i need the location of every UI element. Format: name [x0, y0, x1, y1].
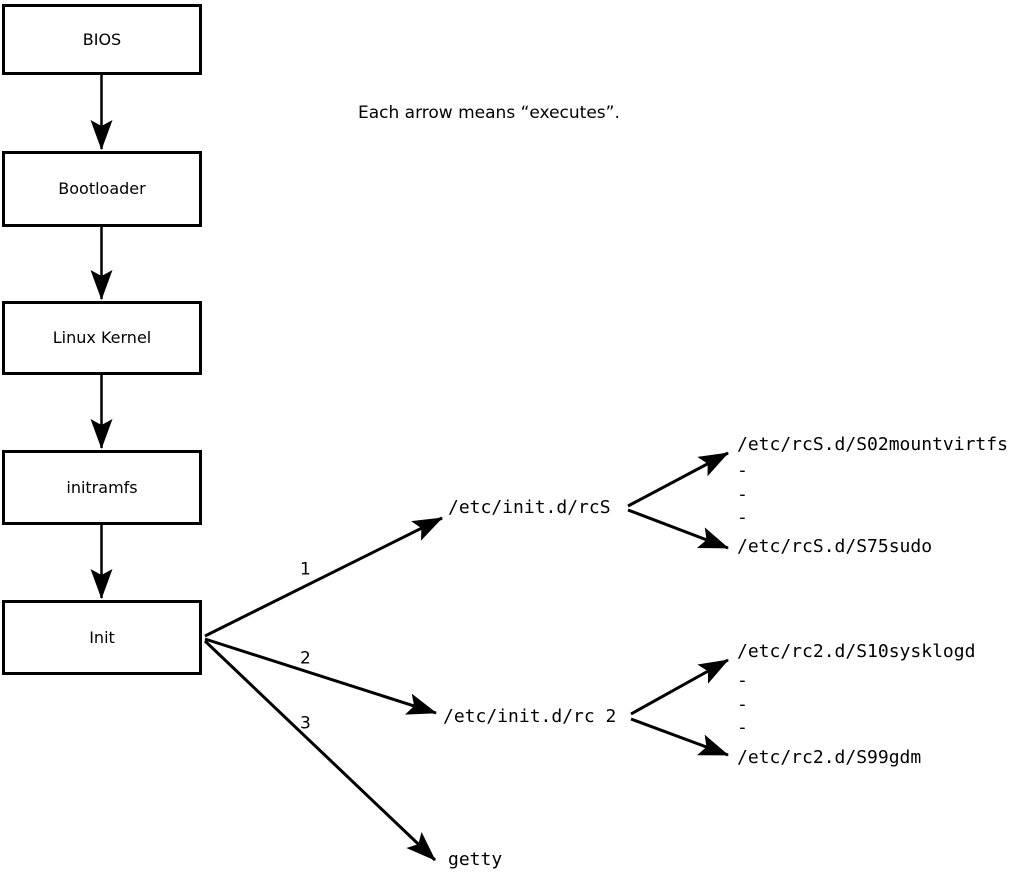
arrow-init-to-rcS: [204, 516, 443, 638]
rc2-ellipsis-dash: -: [737, 694, 748, 715]
arrow-init-to-rc2: [204, 637, 437, 715]
arrow-rc2-to-s99: [630, 717, 729, 757]
arrow-rc2-to-s10: [630, 658, 729, 716]
rc2-ellipsis-dash: -: [737, 670, 748, 691]
script-s99gdm: /etc/rc2.d/S99gdm: [737, 747, 922, 768]
node-rc2-label: /etc/init.d/rc 2: [443, 706, 617, 727]
node-getty-label: getty: [448, 849, 503, 870]
node-initramfs: initramfs: [2, 450, 202, 525]
node-bootloader: Bootloader: [2, 151, 202, 227]
arrow-rcS-to-s02: [627, 451, 729, 508]
rcS-ellipsis-dash: -: [737, 484, 748, 505]
node-initramfs-label: initramfs: [66, 477, 138, 497]
node-rcS-label: /etc/init.d/rcS: [448, 497, 611, 518]
node-init: Init: [2, 600, 202, 675]
branch-number-1: 1: [300, 559, 311, 580]
script-s75sudo: /etc/rcS.d/S75sudo: [737, 536, 933, 557]
node-linux-kernel: Linux Kernel: [2, 301, 202, 375]
arrow-rcS-to-s75: [627, 508, 729, 550]
node-bios-label: BIOS: [82, 29, 122, 49]
node-bios: BIOS: [2, 4, 202, 75]
node-init-label: Init: [89, 627, 115, 647]
rcS-ellipsis-dash: -: [737, 460, 748, 481]
branch-number-2: 2: [300, 648, 311, 669]
legend-note: Each arrow means “executes”.: [358, 103, 620, 123]
node-linux-kernel-label: Linux Kernel: [52, 328, 152, 347]
script-s10sysklogd: /etc/rc2.d/S10sysklogd: [737, 641, 976, 662]
arrow-init-to-getty: [203, 639, 437, 862]
script-s02mountvirtfs: /etc/rcS.d/S02mountvirtfs: [737, 434, 1008, 455]
rc2-ellipsis-dash: -: [737, 717, 748, 738]
node-bootloader-label: Bootloader: [58, 179, 146, 198]
rcS-ellipsis-dash: -: [737, 507, 748, 528]
branch-number-3: 3: [300, 713, 311, 734]
